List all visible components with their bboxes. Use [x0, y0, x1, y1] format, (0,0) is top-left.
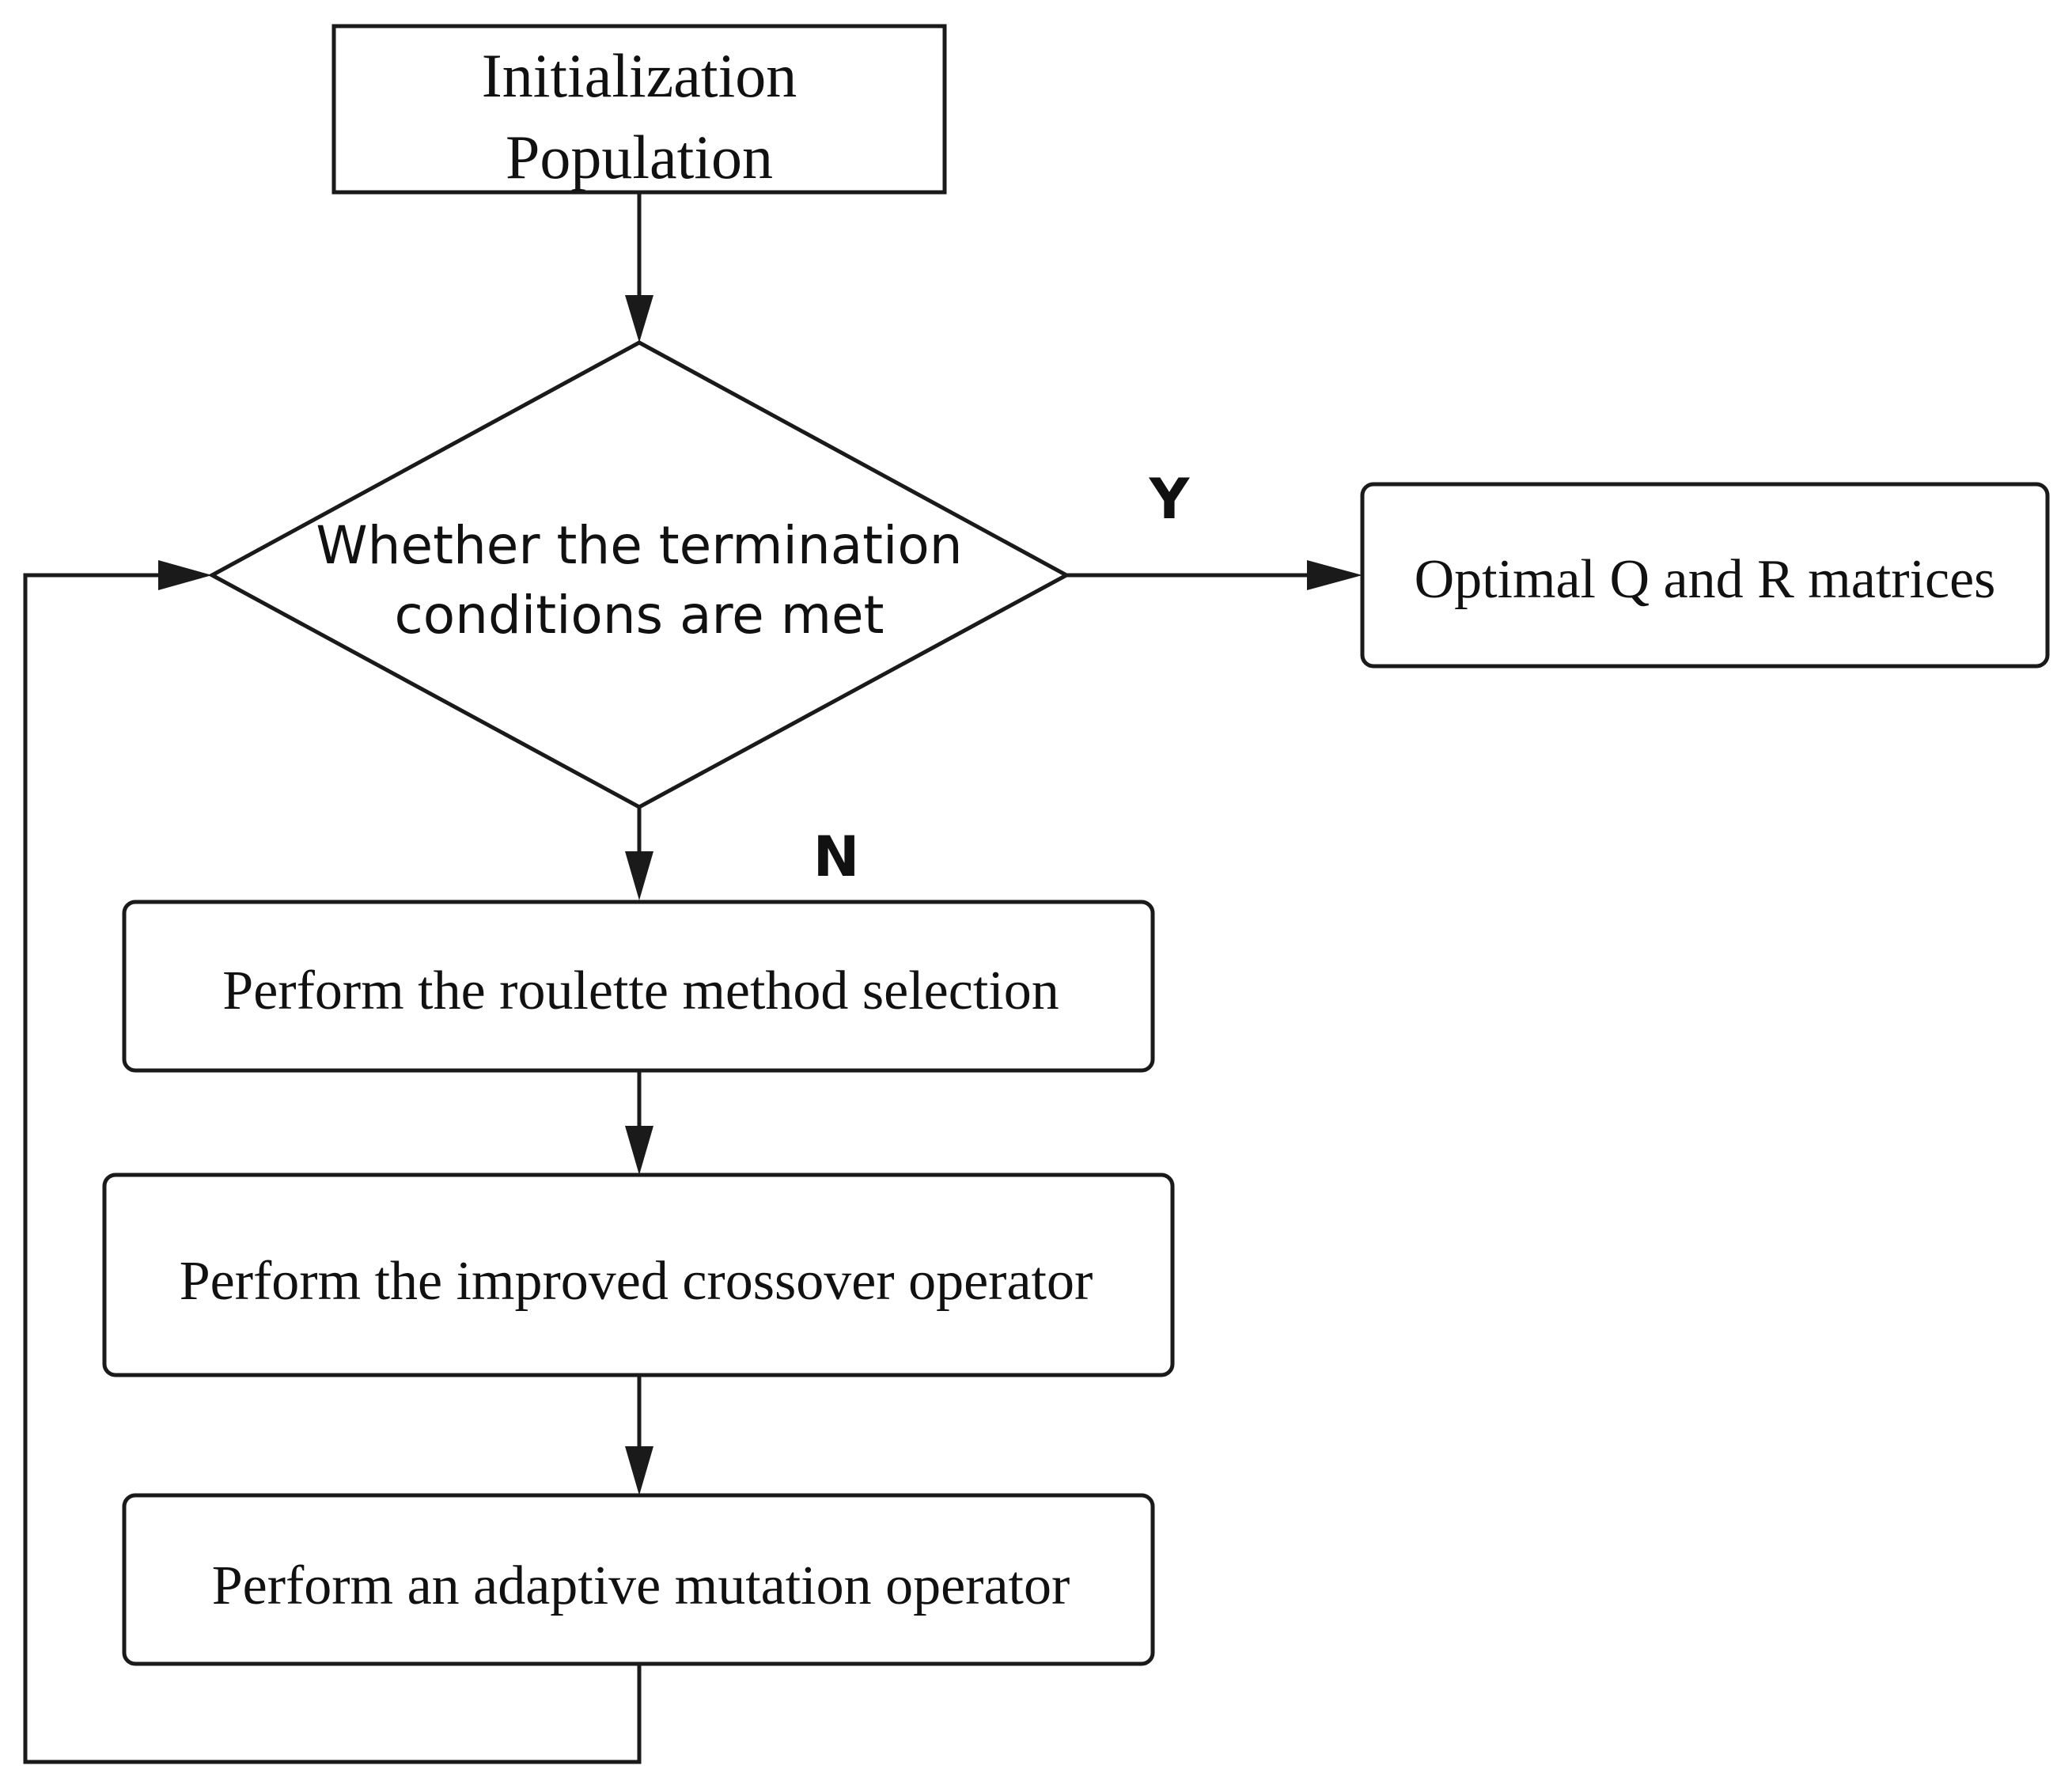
node-output-box — [1360, 482, 2050, 669]
edge-loop-back-line — [23, 573, 642, 1764]
node-initialization-line1: Initialization — [482, 41, 797, 110]
edge-init-to-decision — [625, 192, 653, 343]
edge-init-to-decision-arrowhead — [625, 295, 653, 343]
edge-decision-no-arrowhead — [625, 851, 653, 900]
edge-decision-yes: Y — [1066, 467, 1362, 590]
edge-crossover-to-mutation — [625, 1375, 653, 1495]
edge-no-label: N — [813, 824, 860, 889]
node-decision-line2: conditions are met — [394, 585, 884, 646]
node-selection-label: Perform the roulette method selection — [222, 960, 1059, 1021]
node-crossover: Perform the improved crossover operator — [102, 1173, 1175, 1377]
node-decision-line1: Whether the termination — [316, 515, 962, 576]
node-output-label: Optimal Q and R matrices — [1415, 549, 1996, 610]
edge-decision-no: N — [625, 807, 859, 900]
edge-selection-to-crossover — [625, 1070, 653, 1175]
node-selection: Perform the roulette method selection — [122, 900, 1155, 1073]
node-mutation: Perform an adaptive mutation operator — [122, 1493, 1155, 1666]
node-initialization-line2: Population — [506, 123, 773, 191]
node-output: Optimal Q and R matrices — [1360, 482, 2050, 669]
node-mutation-label: Perform an adaptive mutation operator — [212, 1555, 1070, 1616]
node-crossover-label: Perform the improved crossover operator — [180, 1251, 1093, 1312]
node-initialization: Initialization Population — [331, 24, 947, 195]
node-initialization-box — [331, 24, 947, 195]
edge-decision-yes-arrowhead — [1307, 560, 1362, 590]
node-decision: Whether the termination conditions are m… — [207, 340, 1071, 809]
edge-loop-back — [23, 560, 642, 1764]
edge-selection-to-crossover-arrowhead — [625, 1126, 653, 1175]
edge-crossover-to-mutation-arrowhead — [625, 1446, 653, 1495]
edge-loop-back-arrowhead — [158, 560, 212, 590]
edge-yes-label: Y — [1149, 467, 1191, 532]
